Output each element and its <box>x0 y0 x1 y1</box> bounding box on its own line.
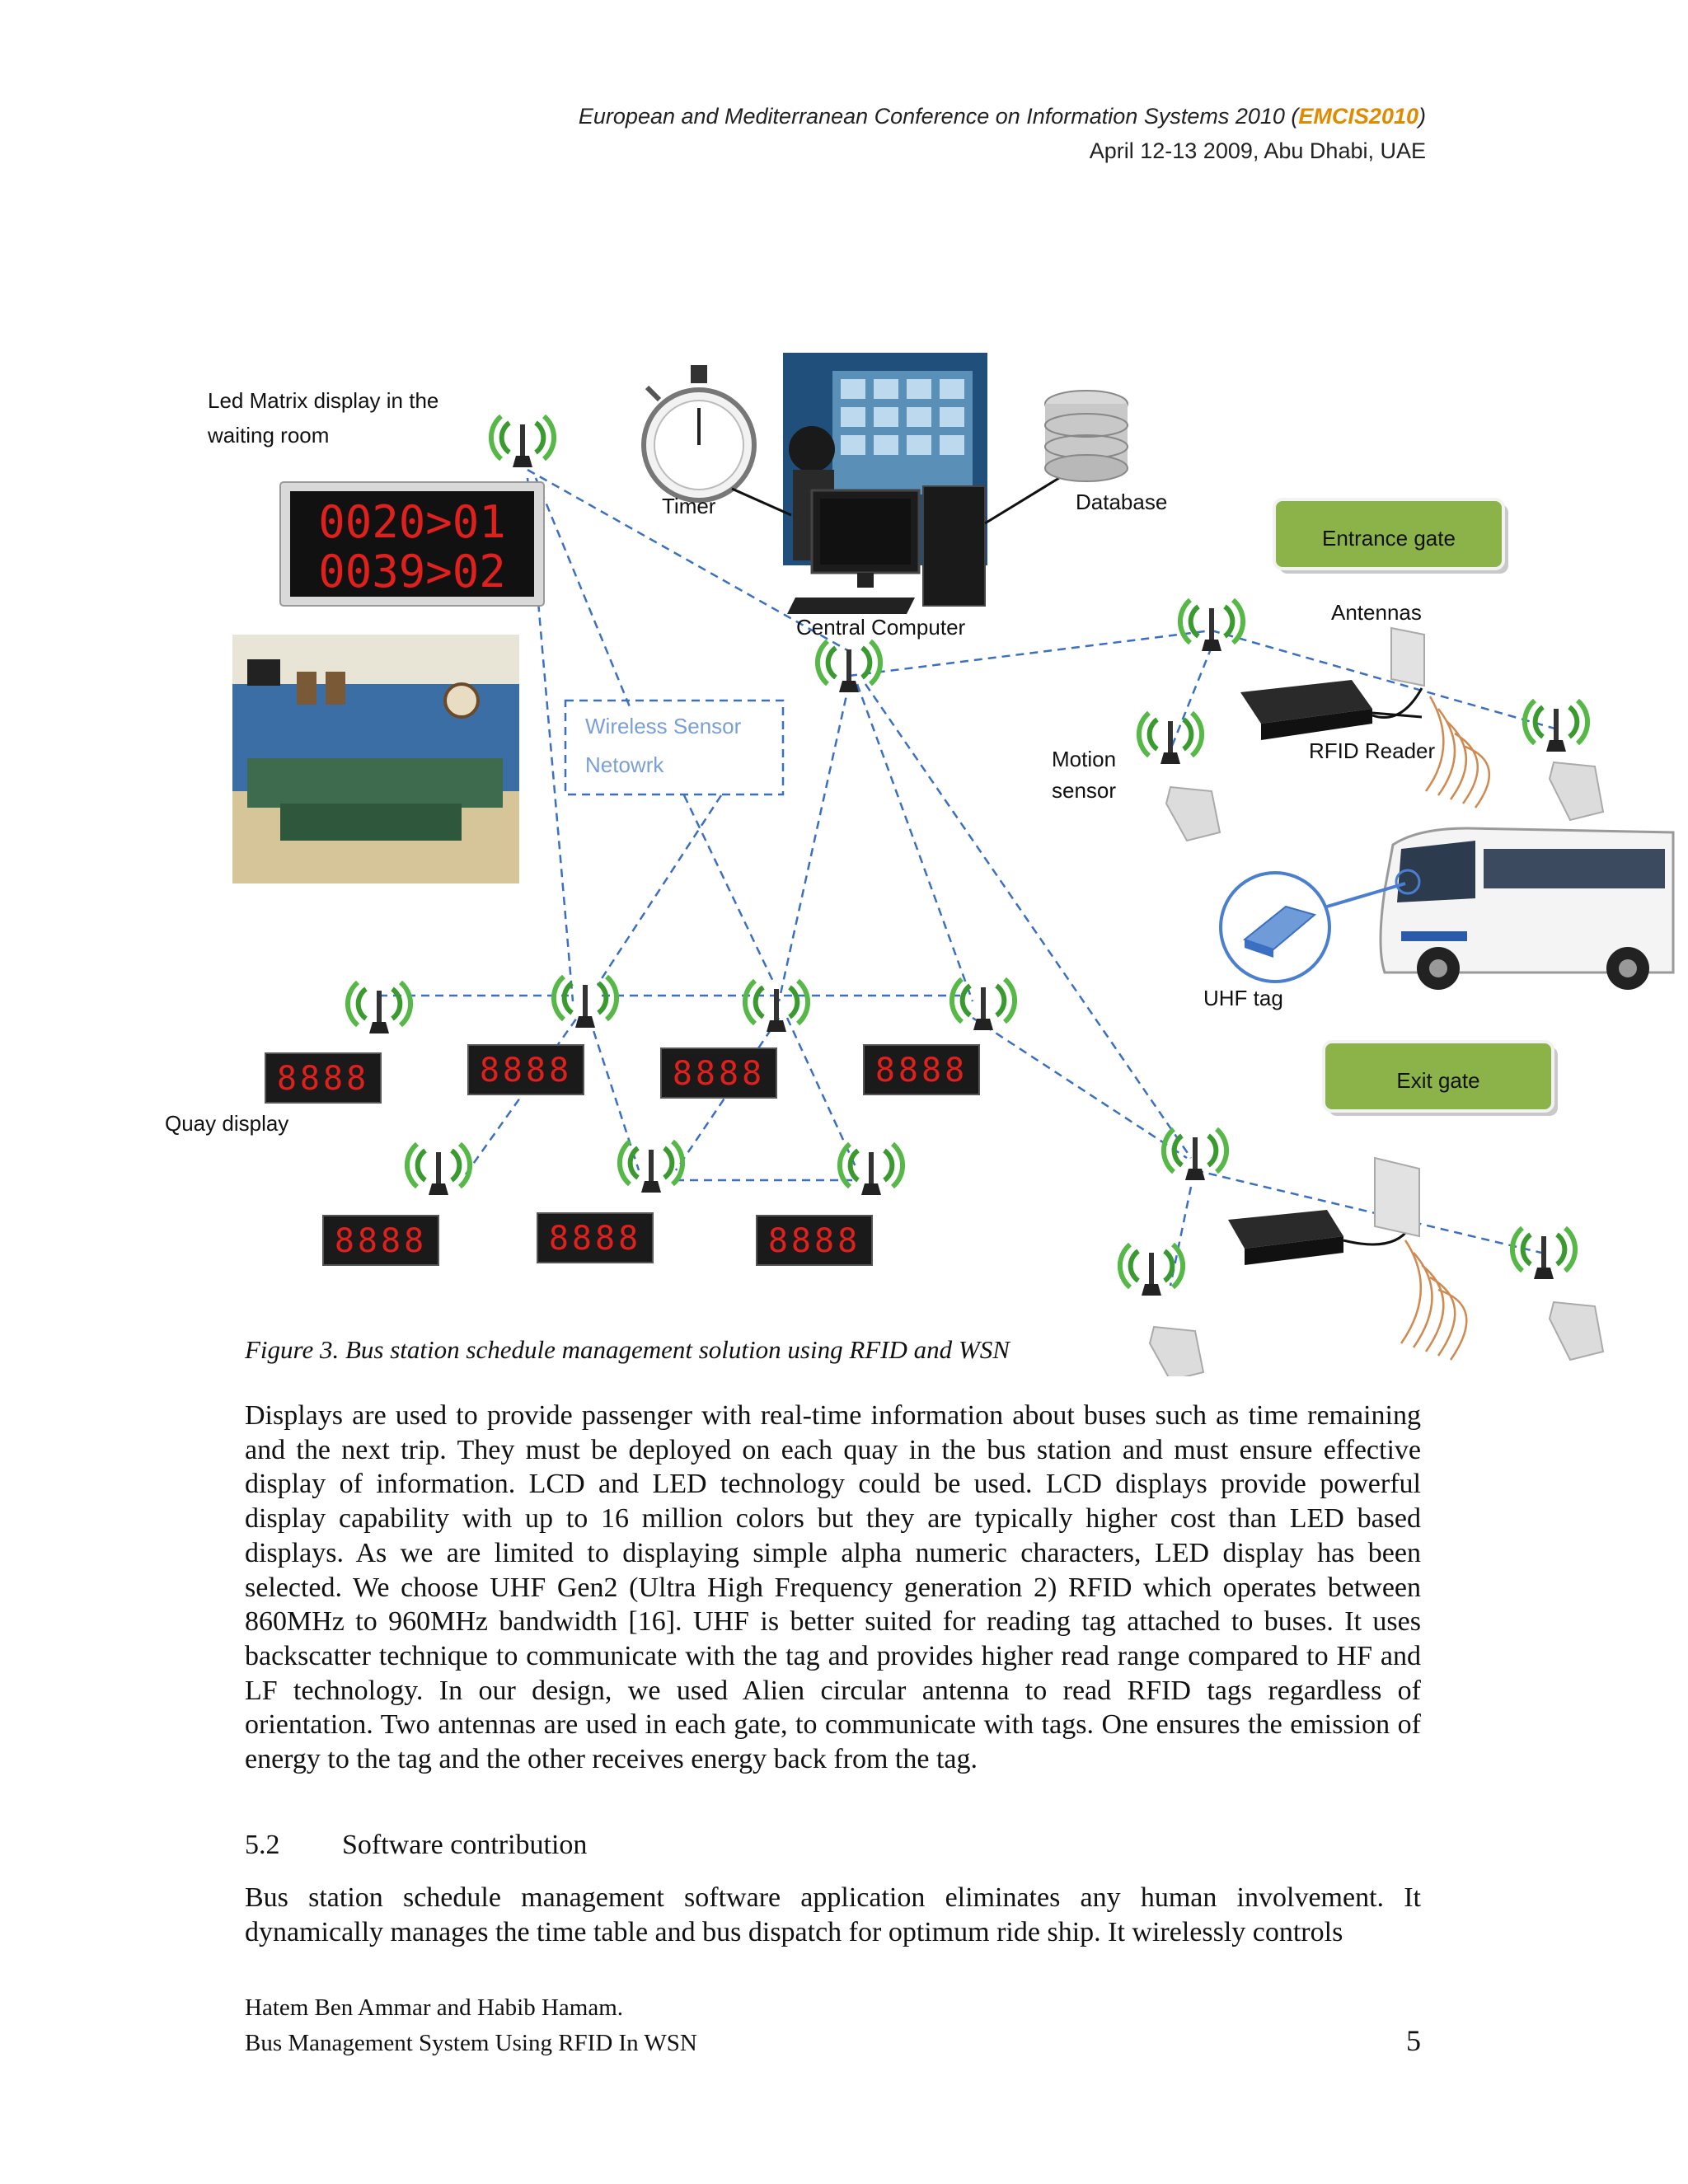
exit-gate-badge: Exit gate <box>1322 1040 1558 1116</box>
paragraph-software: Bus station schedule management software… <box>245 1882 1421 1947</box>
footer-title: Bus Management System Using RFID In WSN <box>245 2030 697 2056</box>
label-led-matrix-2: waiting room <box>207 423 329 448</box>
conference-date-place: April 12-13 2009, Abu Dhabi, UAE <box>1089 138 1426 163</box>
exit-rf-waves <box>1400 1240 1468 1361</box>
entrance-motion-sensor-left <box>1165 785 1221 842</box>
label-database: Database <box>1076 490 1167 514</box>
footer-authors: Hatem Ben Ammar and Habib Hamam. <box>245 1994 624 2021</box>
paragraph-displays: Displays are used to provide passenger w… <box>245 1400 1421 1775</box>
sensor-node <box>407 1144 470 1195</box>
conference-header: European and Mediterranean Conference on… <box>560 104 1426 129</box>
figure-caption: Figure 3. Bus station schedule managemen… <box>245 1335 1010 1364</box>
label-uhf-tag: UHF tag <box>1203 986 1283 1010</box>
exit-gate-label: Exit gate <box>1396 1068 1479 1093</box>
network-links <box>379 468 1559 1286</box>
label-led-matrix-1: Led Matrix display in the <box>208 388 438 413</box>
page-number: 5 <box>1406 2024 1421 2057</box>
entrance-antenna <box>1390 626 1425 687</box>
section-title: Software contribution <box>342 1830 588 1860</box>
sensor-node <box>348 982 410 1033</box>
section-number: 5.2 <box>245 1830 280 1860</box>
label-motion-1: Motion <box>1052 747 1116 771</box>
central-computer-icon <box>731 476 1060 614</box>
sensor-node <box>1139 713 1202 764</box>
label-timer: Timer <box>662 494 716 518</box>
exit-rfid-reader <box>1228 1210 1411 1265</box>
exit-antenna <box>1374 1156 1420 1238</box>
uhf-tag-icon <box>1219 869 1421 983</box>
label-central-computer: Central Computer <box>796 615 966 640</box>
wsn-label-1: Wireless Sensor <box>585 714 742 738</box>
sensor-node <box>620 1141 682 1193</box>
label-rfid-reader: RFID Reader <box>1309 738 1435 763</box>
conference-name: European and Mediterranean Conference on… <box>578 104 1299 129</box>
label-motion-2: sensor <box>1052 778 1116 803</box>
entrance-gate-badge: Entrance gate <box>1273 498 1508 574</box>
system-figure: 8888 0020>01 0039>02 Led Matrix display … <box>165 353 1675 1376</box>
quay-display <box>660 1047 777 1099</box>
label-antennas: Antennas <box>1331 600 1422 625</box>
entrance-rfid-reader <box>1240 680 1423 740</box>
sensor-node <box>745 981 808 1032</box>
section-heading: 5.2 Software contribution <box>245 1830 587 1861</box>
quay-display <box>756 1215 873 1266</box>
exit-motion-sensor-right <box>1548 1301 1605 1361</box>
wsn-box: Wireless Sensor Netowrk <box>564 699 785 796</box>
database-icon <box>1044 390 1128 482</box>
svg-text:0039>02: 0039>02 <box>318 546 506 598</box>
quay-display <box>537 1212 654 1263</box>
conference-close: ) <box>1418 104 1426 129</box>
sensor-node <box>1525 701 1587 752</box>
entrance-motion-sensor-right <box>1548 761 1605 822</box>
sensor-node <box>1512 1228 1575 1279</box>
timer-icon <box>641 365 757 503</box>
sensor-node <box>1180 600 1243 651</box>
wsn-label-2: Netowrk <box>585 752 664 777</box>
sensor-node <box>1164 1129 1226 1180</box>
entrance-gate-label: Entrance gate <box>1322 526 1456 551</box>
waiting-room-photo <box>232 635 519 883</box>
quay-display <box>467 1044 584 1095</box>
quay-display <box>322 1215 439 1266</box>
svg-text:0020>01: 0020>01 <box>318 496 506 548</box>
quay-display <box>863 1044 980 1095</box>
sensor-node <box>491 416 554 467</box>
label-quay-display: Quay display <box>165 1111 288 1136</box>
entrance-rf-waves <box>1424 696 1490 808</box>
exit-motion-sensor-left <box>1148 1325 1205 1376</box>
sensor-node <box>818 641 880 692</box>
quay-display <box>265 1052 382 1104</box>
sensor-node <box>1120 1244 1183 1296</box>
led-matrix-display: 0020>01 0039>02 <box>279 481 545 607</box>
sensor-node <box>554 977 617 1028</box>
bus-image <box>1379 827 1675 990</box>
conference-brand: EMCIS2010 <box>1298 104 1418 129</box>
sensor-node <box>952 979 1015 1030</box>
